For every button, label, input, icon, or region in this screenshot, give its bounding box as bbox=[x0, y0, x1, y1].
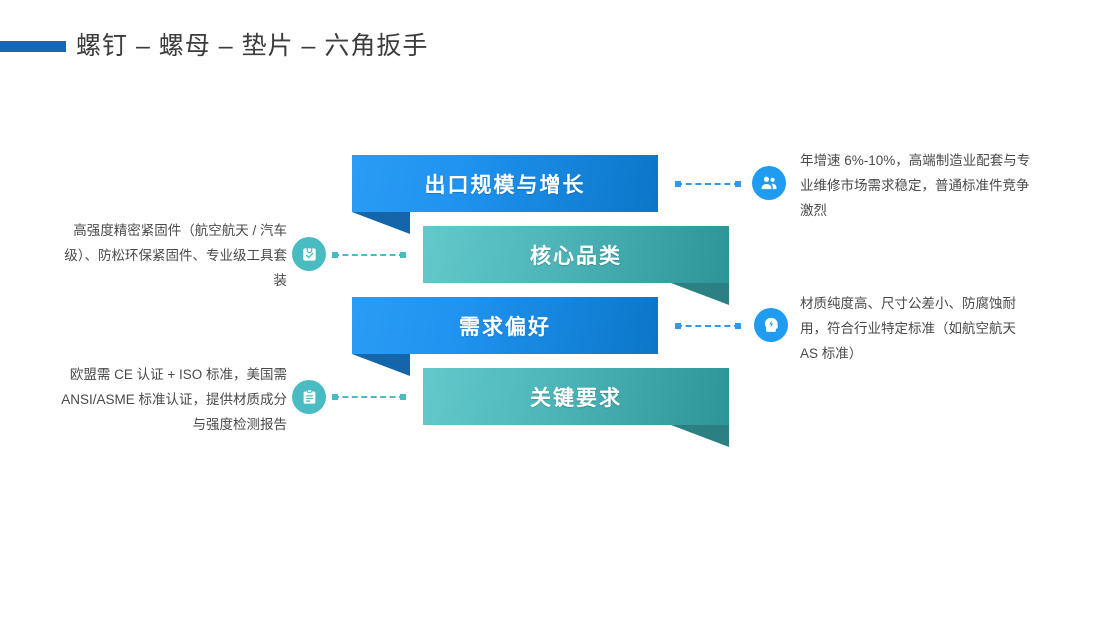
ribbon-banner-3[interactable]: 需求偏好 bbox=[352, 297, 658, 376]
ribbon-fold-2 bbox=[671, 283, 729, 305]
connector-dot-end-4 bbox=[400, 394, 406, 400]
connector-dot-end-3 bbox=[735, 323, 741, 329]
ribbon-label-1: 出口规模与增长 bbox=[424, 173, 586, 197]
connector-dot-start-1 bbox=[675, 181, 681, 187]
ribbon-band-2: 核心品类 bbox=[423, 226, 729, 283]
connector-dot-start-3 bbox=[675, 323, 681, 329]
description-text-1: 年增速 6%-10%，高端制造业配套与专业维修市场需求稳定，普通标准件竞争激烈 bbox=[800, 153, 1031, 218]
icon-badge-3[interactable] bbox=[754, 308, 788, 342]
ribbon-label-3: 需求偏好 bbox=[459, 315, 551, 339]
description-text-4: 欧盟需 CE 认证 + ISO 标准，美国需 ANSI/ASME 标准认证，提供… bbox=[61, 367, 287, 432]
clipboard-icon bbox=[300, 388, 319, 407]
ribbon-banner-4[interactable]: 关键要求 bbox=[423, 368, 729, 447]
connector-line-2 bbox=[332, 252, 406, 258]
connector-line-4 bbox=[332, 394, 406, 400]
ribbon-band-4: 关键要求 bbox=[423, 368, 729, 425]
ribbon-band-3: 需求偏好 bbox=[352, 297, 658, 354]
shopping-bag-check-icon bbox=[300, 245, 319, 264]
ribbon-fold-1 bbox=[352, 212, 410, 234]
connector-dot-end-2 bbox=[400, 252, 406, 258]
connector-dot-end-1 bbox=[735, 181, 741, 187]
ribbon-banner-1[interactable]: 出口规模与增长 bbox=[352, 155, 658, 234]
connector-line-1 bbox=[675, 181, 741, 187]
icon-badge-4[interactable] bbox=[292, 380, 326, 414]
connector-line-3 bbox=[675, 323, 741, 329]
connector-dot-start-4 bbox=[332, 394, 338, 400]
description-text-3: 材质纯度高、尺寸公差小、防腐蚀耐用，符合行业特定标准（如航空航天 AS 标准） bbox=[800, 296, 1016, 361]
ribbon-fold-3 bbox=[352, 354, 410, 376]
ribbon-banner-2[interactable]: 核心品类 bbox=[423, 226, 729, 305]
ribbon-label-2: 核心品类 bbox=[530, 244, 622, 268]
title-text: 螺钉 – 螺母 – 垫片 – 六角扳手 bbox=[76, 31, 429, 60]
title-accent-bar bbox=[0, 40, 66, 52]
icon-badge-1[interactable] bbox=[752, 166, 786, 200]
ribbon-band-1: 出口规模与增长 bbox=[352, 155, 658, 212]
icon-badge-2[interactable] bbox=[292, 237, 326, 271]
description-text-2: 高强度精密紧固件（航空航天 / 汽车级）、防松环保紧固件、专业级工具套装 bbox=[64, 223, 287, 288]
connector-dot-start-2 bbox=[332, 252, 338, 258]
users-icon bbox=[759, 173, 779, 193]
mind-idea-icon bbox=[761, 315, 781, 335]
ribbon-fold-4 bbox=[671, 425, 729, 447]
ribbon-label-4: 关键要求 bbox=[530, 386, 622, 410]
page-title: 螺钉 – 螺母 – 垫片 – 六角扳手 bbox=[0, 28, 428, 64]
